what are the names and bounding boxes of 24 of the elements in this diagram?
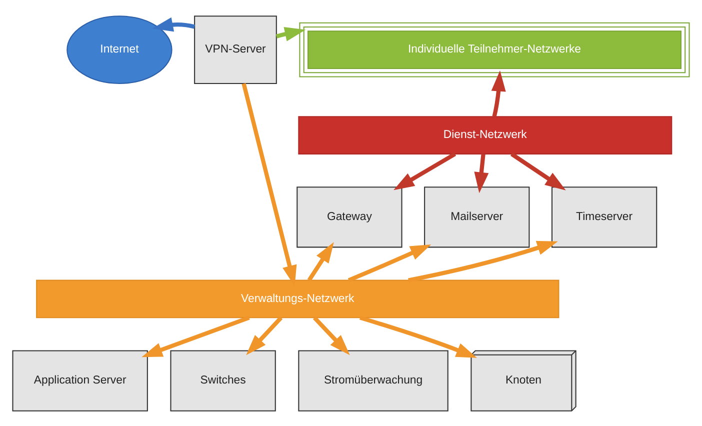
arrow (408, 240, 558, 282)
arrow (246, 316, 283, 355)
node-box: Mailserver (424, 186, 530, 248)
node-box: Gateway (296, 186, 402, 248)
node-box: Individuelle Teilnehmer-Netzwerke (299, 22, 690, 77)
node-ellipse: Internet (66, 15, 172, 84)
arrow (312, 316, 350, 355)
arrow (348, 244, 432, 282)
node-box: Dienst-Netzwerk (298, 116, 672, 154)
arrow (474, 153, 489, 193)
arrow (359, 315, 477, 358)
node-box: VPN-Server (194, 15, 277, 84)
arrow (394, 152, 456, 190)
arrow (276, 26, 306, 41)
node-box: Application Server (12, 350, 148, 411)
arrow (307, 242, 334, 281)
arrow (142, 315, 250, 357)
node-box: Verwaltungs-Netzwerk (36, 279, 560, 318)
node-box: Stromüberwachung (298, 350, 448, 411)
arrow (152, 16, 196, 32)
node-box: Switches (170, 350, 276, 411)
arrow (510, 152, 566, 190)
arrow (491, 70, 506, 116)
node-box: Timeserver (551, 186, 658, 248)
